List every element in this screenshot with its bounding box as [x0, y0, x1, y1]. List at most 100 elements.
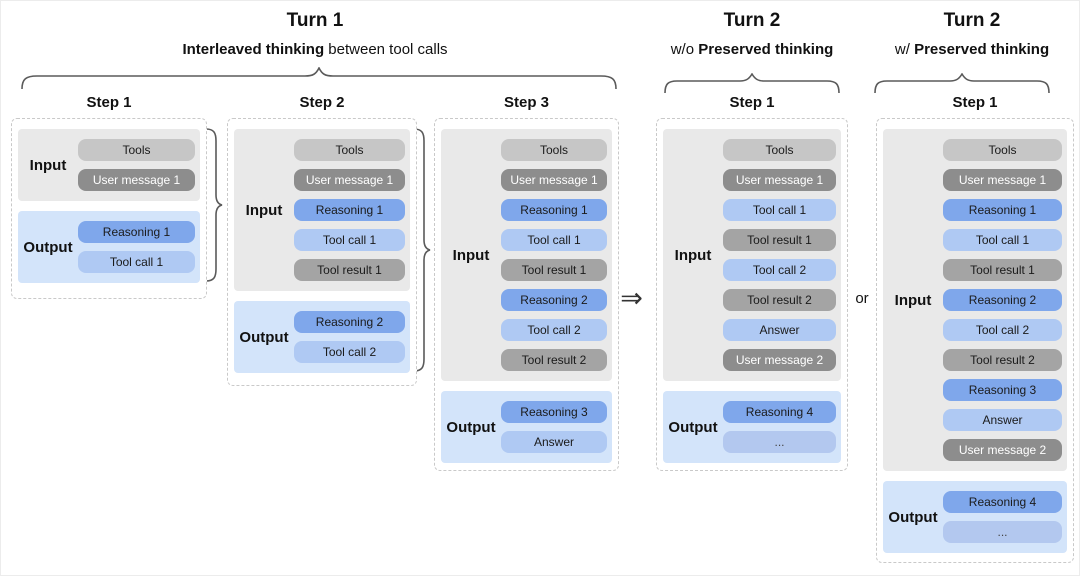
turn-2-with-brace [874, 73, 1050, 93]
output-label: Output [668, 418, 718, 436]
pill-tool-result: Tool result 2 [943, 349, 1062, 371]
input-label: Input [674, 246, 712, 264]
input-label: Input [245, 201, 283, 219]
pill-reasoning: Reasoning 2 [943, 289, 1062, 311]
output-pill-list: Reasoning 4... [943, 481, 1067, 553]
pill-tool-result: Tool result 1 [723, 229, 836, 251]
pill-tools: Tools [501, 139, 607, 161]
turn-2-without-brace [664, 73, 840, 93]
pill-reasoning: Reasoning 3 [943, 379, 1062, 401]
output-pill-list: Reasoning 1 Tool call 1 [78, 211, 200, 283]
pill-reasoning: Reasoning 4 [723, 401, 836, 423]
pill-tool-result: Tool result 2 [501, 349, 607, 371]
pill-reasoning: Reasoning 2 [294, 311, 405, 333]
turn-subtitle: w/o Preserved thinking [656, 39, 848, 61]
pill-tool-call: Tool call 2 [294, 341, 405, 363]
pill-tool-call: Tool call 2 [501, 319, 607, 341]
output-section: Output Reasoning 2 Tool call 2 [234, 301, 410, 373]
step-header: Step 1 [952, 94, 998, 111]
subtitle-bold: Interleaved thinking [182, 41, 325, 58]
pill-reasoning: Reasoning 3 [501, 401, 607, 423]
pill-tool-result: Tool result 1 [943, 259, 1062, 281]
pill-tool-call: Tool call 1 [943, 229, 1062, 251]
output-section: Output Reasoning 3 Answer [441, 391, 612, 463]
input-label: Input [452, 246, 490, 264]
pill-tool-call: Tool call 1 [78, 251, 195, 273]
subtitle-bold: Preserved thinking [914, 41, 1050, 58]
pill-user-message: User message 1 [78, 169, 195, 191]
step-1-to-2-brace [205, 128, 223, 282]
pill-tool-call: Tool call 1 [294, 229, 405, 251]
pill-user-message: User message 1 [723, 169, 836, 191]
pill-reasoning: Reasoning 4 [943, 491, 1062, 513]
pill-reasoning: Reasoning 2 [501, 289, 607, 311]
input-label: Input [29, 156, 67, 174]
pill-answer: Answer [943, 409, 1062, 431]
pill-reasoning: Reasoning 1 [294, 199, 405, 221]
output-section: Output Reasoning 4... [883, 481, 1067, 553]
output-pill-list: Reasoning 3 Answer [501, 391, 612, 463]
step-header: Step 2 [299, 94, 345, 111]
pill-reasoning: Reasoning 1 [78, 221, 195, 243]
turn-2-without-header: Turn 2 w/o Preserved thinking [656, 7, 848, 61]
pill-tools: Tools [943, 139, 1062, 161]
pill-reasoning: Reasoning 1 [943, 199, 1062, 221]
pill-tools: Tools [723, 139, 836, 161]
implies-arrow-icon: ⇒ [620, 283, 643, 313]
output-pill-list: Reasoning 4... [723, 391, 841, 463]
pill-user-message: User message 1 [943, 169, 1062, 191]
pill-tools: Tools [294, 139, 405, 161]
turn-title: Turn 2 [943, 10, 1001, 31]
pill-tool-call: Tool call 1 [723, 199, 836, 221]
pill-reasoning: Reasoning 1 [501, 199, 607, 221]
step-header: Step 1 [729, 94, 775, 111]
pill-tool-result: Tool result 2 [723, 289, 836, 311]
output-label: Output [888, 508, 938, 526]
turn-1-brace [21, 67, 617, 89]
pill-tool-call: Tool call 2 [943, 319, 1062, 341]
turn-1-header: Turn 1 Interleaved thinking between tool… [11, 7, 619, 61]
input-label: Input [894, 291, 932, 309]
turn-title: Turn 2 [723, 10, 781, 31]
output-label: Output [446, 418, 496, 436]
pill-tools: Tools [78, 139, 195, 161]
pill-user-message: User message 2 [723, 349, 836, 371]
pill-ellipsis: ... [943, 521, 1062, 543]
subtitle-bold: Preserved thinking [698, 41, 834, 58]
turn-2-with-header: Turn 2 w/ Preserved thinking [872, 7, 1072, 61]
turn-subtitle: w/ Preserved thinking [872, 39, 1072, 61]
pill-answer: Answer [501, 431, 607, 453]
output-label: Output [239, 328, 289, 346]
step-header: Step 3 [503, 94, 549, 111]
pill-user-message: User message 2 [943, 439, 1062, 461]
turn-title: Turn 1 [286, 10, 344, 31]
pill-answer: Answer [723, 319, 836, 341]
step-2-to-3-brace [413, 128, 431, 372]
pill-user-message: User message 1 [501, 169, 607, 191]
subtitle-prefix: w/ [894, 41, 915, 58]
pill-ellipsis: ... [723, 431, 836, 453]
pill-user-message: User message 1 [294, 169, 405, 191]
subtitle-suffix: between tool calls [324, 41, 448, 58]
or-label: or [855, 290, 869, 307]
subtitle-prefix: w/o [670, 41, 699, 58]
pill-tool-result: Tool result 1 [501, 259, 607, 281]
pill-tool-call: Tool call 1 [501, 229, 607, 251]
step-header: Step 1 [86, 94, 132, 111]
